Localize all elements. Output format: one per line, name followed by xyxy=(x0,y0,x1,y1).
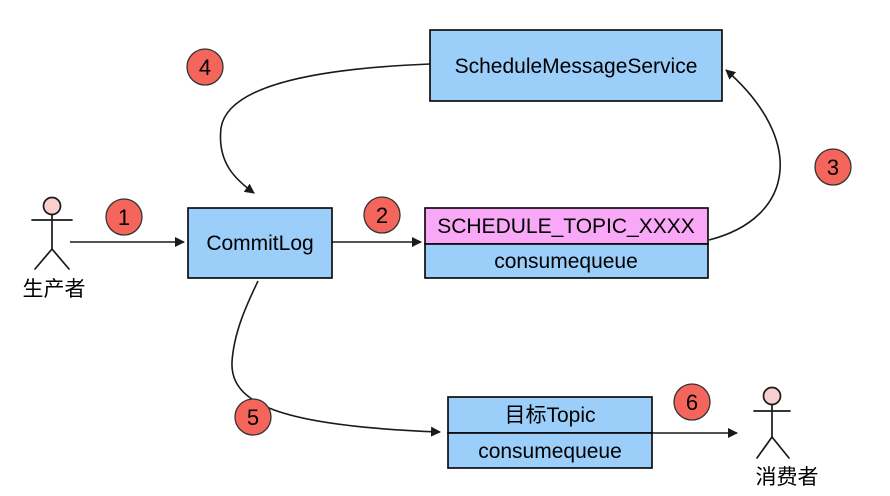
step-1-circle xyxy=(105,198,143,236)
node-commitlog: CommitLog xyxy=(187,207,333,279)
step-3-number: 3 xyxy=(827,155,839,180)
step-2-number: 2 xyxy=(376,203,388,228)
schedule-consumequeue-row xyxy=(424,243,709,279)
target-topic-label: 目标Topic xyxy=(504,404,595,427)
step-6-number: 6 xyxy=(686,390,698,415)
edge-schedule-topic-to-schedule-service xyxy=(708,69,781,241)
producer-legs xyxy=(34,248,70,270)
step-4-circle xyxy=(186,48,224,86)
step-3-circle xyxy=(814,148,852,186)
step-badge-5: 5 xyxy=(234,398,272,436)
step-badge-3: 3 xyxy=(814,148,852,186)
step-4-number: 4 xyxy=(199,55,211,80)
commitlog-box xyxy=(187,207,333,279)
step-5-number: 5 xyxy=(247,405,259,430)
commitlog-label: CommitLog xyxy=(206,232,313,255)
target-consumequeue-row xyxy=(447,432,653,469)
producer-head-icon xyxy=(42,196,62,216)
step-6-circle xyxy=(673,383,711,421)
target-consumequeue-label: consumequeue xyxy=(478,440,622,463)
node-schedule-topic: SCHEDULE_TOPIC_XXXX consumequeue xyxy=(424,207,709,279)
node-target-topic: 目标Topic consumequeue xyxy=(447,396,653,469)
consumer-head-icon xyxy=(762,386,782,406)
step-1-number: 1 xyxy=(118,205,130,230)
consumer-actor: 消费者 xyxy=(753,386,819,489)
schedule-topic-label: SCHEDULE_TOPIC_XXXX xyxy=(437,215,695,238)
step-2-circle xyxy=(363,196,401,234)
edge-schedule-service-to-commitlog xyxy=(219,63,431,194)
step-badge-1: 1 xyxy=(105,198,143,236)
node-schedule-message-service: ScheduleMessageService xyxy=(429,29,723,102)
schedule-message-service-box xyxy=(429,29,723,102)
consumer-label: 消费者 xyxy=(756,466,819,489)
consumer-legs xyxy=(756,436,790,459)
schedule-topic-row xyxy=(424,207,709,245)
producer-actor: 生产者 xyxy=(23,196,86,301)
edge-commitlog-to-target-topic xyxy=(231,280,441,437)
target-topic-row xyxy=(447,396,653,434)
schedule-consumequeue-label: consumequeue xyxy=(494,250,638,273)
step-badge-2: 2 xyxy=(363,196,401,234)
step-badge-4: 4 xyxy=(186,48,224,86)
step-5-circle xyxy=(234,398,272,436)
schedule-message-service-label: ScheduleMessageService xyxy=(455,55,698,78)
producer-label: 生产者 xyxy=(23,278,86,301)
step-badge-6: 6 xyxy=(673,383,711,421)
